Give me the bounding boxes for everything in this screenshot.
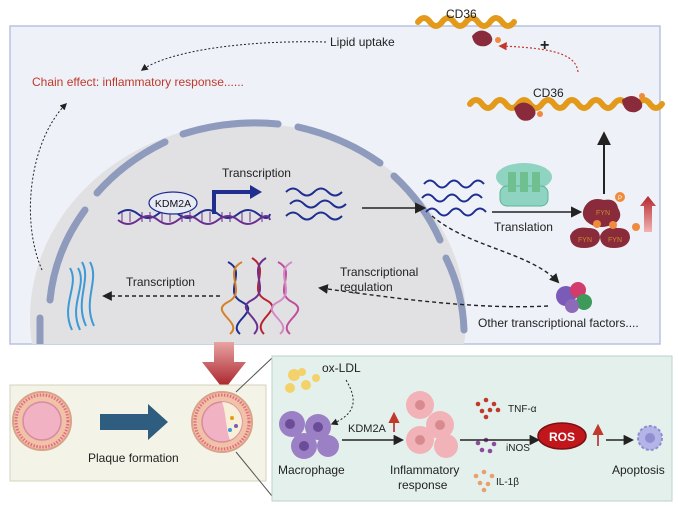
chain-effect-arrow (29, 103, 67, 271)
transcription-label-2: Transcription (126, 275, 195, 289)
plus-sign: + (540, 37, 549, 54)
apoptotic-cell-icon (637, 425, 663, 451)
svg-text:FYN: FYN (596, 210, 610, 217)
nucleus (30, 119, 468, 344)
kdm2a-bottom-label: KDM2A (348, 423, 387, 435)
tnf-label: TNF-α (508, 404, 537, 415)
inos-label: iNOS (506, 443, 530, 454)
il1b-particles (473, 469, 495, 493)
inflammatory-cells (406, 391, 458, 458)
inflammatory-label-2: response (398, 478, 448, 492)
svg-text:FYN: FYN (578, 237, 592, 244)
cd36-chain-mid (467, 93, 665, 121)
apoptosis-label: Apoptosis (612, 463, 665, 477)
ribosome-icon (496, 163, 552, 207)
ox-ldl-label: ox-LDL (322, 361, 361, 375)
svg-text:P: P (618, 196, 622, 202)
chain-effect-label: Chain effect: inflammatory response.....… (32, 75, 244, 89)
other-factors-label: Other transcriptional factors.... (478, 316, 639, 330)
promoter-arrow (212, 190, 252, 214)
ox-ldl-particles (285, 368, 320, 393)
fyn-protein-cluster: FYN FYN FYN P (570, 192, 640, 248)
ox-ldl-arrow (330, 379, 354, 426)
mrna-2 (421, 179, 487, 217)
macrophage-label: Macrophage (278, 463, 345, 477)
ros-badge: ROS (537, 422, 587, 450)
regulation-arrow (318, 284, 549, 308)
transcription-label-1: Transcription (222, 166, 291, 180)
translation-label: Translation (494, 220, 553, 234)
mrna-1 (285, 187, 347, 221)
macrophage-cells (279, 411, 339, 459)
cd36-mid-label: CD36 (533, 86, 564, 100)
upregulation-arrow (640, 196, 656, 232)
cd36-recycle-arrow (498, 42, 579, 73)
dna-strand (117, 209, 271, 225)
dna-helices (220, 257, 300, 335)
tnf-particles (475, 397, 501, 420)
cd36-chain-top (415, 15, 517, 47)
cd36-top-label: CD36 (446, 7, 477, 21)
big-down-arrow (202, 342, 246, 390)
lipid-uptake-label: Lipid uptake (330, 35, 395, 49)
regulation-label-2: regulation (340, 280, 393, 294)
kdm2a-badge: KDM2A (148, 191, 198, 215)
plaque-artery-icon (191, 391, 253, 453)
il1b-label: IL-1β (496, 477, 519, 488)
svg-text:ROS: ROS (549, 430, 575, 444)
inflammatory-label-1: Inflammatory (390, 463, 459, 477)
transcription-factor-icon (556, 282, 592, 313)
mrna-strands-left (67, 261, 95, 331)
svg-text:KDM2A: KDM2A (155, 198, 191, 210)
plaque-formation-label: Plaque formation (88, 451, 179, 465)
zoom-lines (235, 357, 273, 497)
arrow-to-factors (431, 215, 560, 284)
svg-text:FYN: FYN (608, 237, 622, 244)
macrophage-panel (271, 355, 673, 502)
healthy-artery-icon (12, 391, 72, 451)
plaque-arrow (100, 404, 168, 440)
regulation-label-1: Transcriptional (340, 265, 418, 279)
